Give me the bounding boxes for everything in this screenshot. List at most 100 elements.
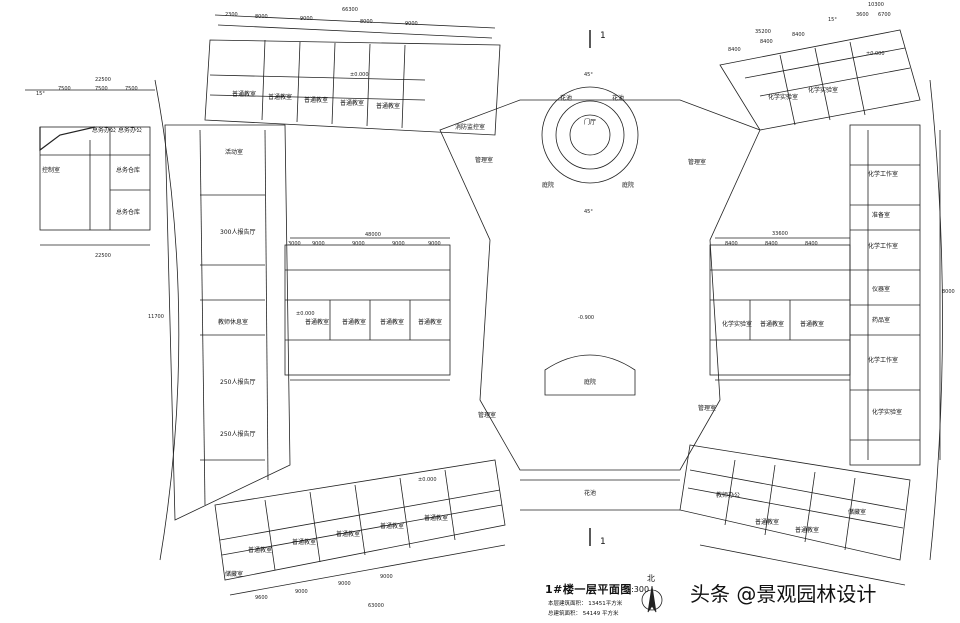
drawing-title: 1#楼一层平面图: [545, 583, 632, 596]
room-label-chem-lab: 化学实验室: [808, 87, 839, 94]
dim-top-sub: 8000: [360, 19, 373, 25]
room-label-hall-300: 300人报告厅: [220, 229, 256, 236]
southwest-wing-outline: [214, 459, 506, 581]
dim-mid-w-sub: 3000: [288, 241, 301, 247]
room-label-instrument: 仪器室: [872, 286, 891, 293]
room-label-mgmt-sw: 管理室: [478, 412, 497, 419]
dim-left-box-sub: 7500: [58, 86, 71, 92]
courtyard-outline: [544, 354, 636, 396]
room-label-flower-bed-n2: 花池: [612, 95, 625, 102]
room-label-admin-storage-2: 总务仓库: [116, 209, 141, 216]
room-label-medicine: 药品室: [872, 317, 891, 324]
room-label-classroom: 普通教室: [380, 523, 405, 530]
west-classroom-block: [284, 244, 451, 376]
level-mark-center: -0.900: [578, 315, 595, 321]
room-label-chem-lab: 化学实验室: [722, 321, 753, 328]
room-label-chem-workroom-1: 化学工作室: [868, 171, 899, 178]
watermark: 头条 @景观园林设计: [690, 582, 877, 606]
dim-mid-e-sub: 8400: [765, 241, 778, 247]
dim-mid-e-sub: 8400: [725, 241, 738, 247]
room-label-classroom: 普通教室: [424, 515, 449, 522]
room-label-atrium-e: 庭院: [622, 182, 635, 189]
dim-angle: 15°: [36, 91, 45, 97]
dim-bottom-sub: 9000: [380, 574, 393, 580]
room-label-activity: 活动室: [225, 149, 244, 156]
dim-mid-e-top: 33600: [772, 231, 788, 237]
dim-mid-w-top: 48000: [365, 232, 381, 238]
drawing-scale: 1:300: [626, 585, 650, 594]
dim-top-sub: 8000: [255, 14, 268, 20]
room-label-teacher-lounge: 教师休息室: [218, 319, 249, 326]
room-label-classroom: 普通教室: [376, 103, 401, 110]
west-outer-curve: [154, 79, 180, 561]
dim-angle: 15°: [828, 17, 837, 23]
room-label-mgmt-se: 管理室: [698, 405, 717, 412]
room-label-classroom: 普通教室: [760, 321, 785, 328]
room-label-classroom: 普通教室: [800, 321, 825, 328]
dim-left-box-top: 22500: [95, 77, 111, 83]
room-label-classroom: 普通教室: [292, 539, 317, 546]
level-mark-sw: ±0.000: [418, 477, 437, 483]
central-hall-outline: [439, 99, 761, 471]
room-label-classroom: 普通教室: [248, 547, 273, 554]
dim-bottom-sub: 9000: [338, 581, 351, 587]
room-label-admin-storage-1: 总务仓库: [116, 167, 141, 174]
room-label-prep: 准备室: [872, 212, 891, 219]
east-classroom-block: [709, 244, 851, 376]
dim-left-box-sub: 7500: [125, 86, 138, 92]
room-label-atrium-w: 庭院: [542, 182, 555, 189]
dim-ne-sub: 8400: [792, 32, 805, 38]
dim-bottom-sub: 9000: [295, 589, 308, 595]
section-mark-bottom: 1: [600, 537, 606, 547]
room-label-flower-bed-s: 花池: [584, 490, 597, 497]
room-label-classroom: 普通教室: [305, 319, 330, 326]
northeast-wing-outline: [719, 29, 921, 131]
room-label-classroom: 普通教室: [268, 94, 293, 101]
dim-angle: 45°: [584, 72, 593, 78]
room-label-hall-250-a: 250人报告厅: [220, 379, 256, 386]
dim-mid-w-sub: 9000: [428, 241, 441, 247]
room-label-chem-lab: 化学实验室: [872, 409, 903, 416]
north-wing-outline: [204, 39, 501, 136]
dim-left-side: 11700: [148, 314, 164, 320]
west-wing-outline: [164, 124, 291, 521]
room-label-classroom: 普通教室: [342, 319, 367, 326]
room-label-classroom: 普通教室: [380, 319, 405, 326]
dim-mid-e-sub: 8400: [805, 241, 818, 247]
dim-left-box-sub: 7500: [95, 86, 108, 92]
dim-ne-b: 10300: [868, 2, 884, 8]
room-label-storage: 储藏室: [848, 509, 867, 516]
room-label-storage: 储藏室: [225, 571, 244, 578]
lobby-rotunda: [541, 86, 639, 184]
area-this-floor: 本层建筑面积： 13451平方米: [548, 601, 623, 607]
room-label-lobby: 门厅: [584, 119, 597, 126]
north-label: 北: [647, 574, 655, 583]
room-label-chem-lab: 化学实验室: [768, 94, 799, 101]
dim-mid-w-sub: 9000: [352, 241, 365, 247]
room-label-chem-workroom-3: 化学工作室: [868, 357, 899, 364]
section-mark-top: 1: [600, 31, 606, 41]
dim-ne-d: 6700: [878, 12, 891, 18]
room-label-mgmt-ne: 管理室: [688, 159, 707, 166]
room-label-classroom: 普通教室: [755, 519, 780, 526]
dim-mid-w-sub: 9000: [392, 241, 405, 247]
room-label-classroom: 普通教室: [418, 319, 443, 326]
room-label-mgmt-nw: 管理室: [475, 157, 494, 164]
dim-ne-sub: 8400: [728, 47, 741, 53]
dim-angle: 45°: [584, 209, 593, 215]
room-label-control: 控制室: [42, 167, 61, 174]
room-label-chem-workroom-2: 化学工作室: [868, 243, 899, 250]
level-mark-west: ±0.000: [866, 51, 885, 57]
dim-ne-a: 35200: [755, 29, 771, 35]
dim-mid-w-sub: 9000: [312, 241, 325, 247]
room-label-classroom: 普通教室: [340, 100, 365, 107]
room-label-classroom: 普通教室: [336, 531, 361, 538]
southeast-wing-outline: [679, 444, 911, 561]
dim-ne-c: 3600: [856, 12, 869, 18]
room-label-admin-office-2: 总务办公: [118, 127, 143, 134]
level-mark-nw: ±0.000: [350, 72, 369, 78]
room-label-classroom: 普通教室: [232, 91, 257, 98]
dim-bottom-total: 63000: [368, 603, 384, 609]
room-label-classroom: 普通教室: [795, 527, 820, 534]
